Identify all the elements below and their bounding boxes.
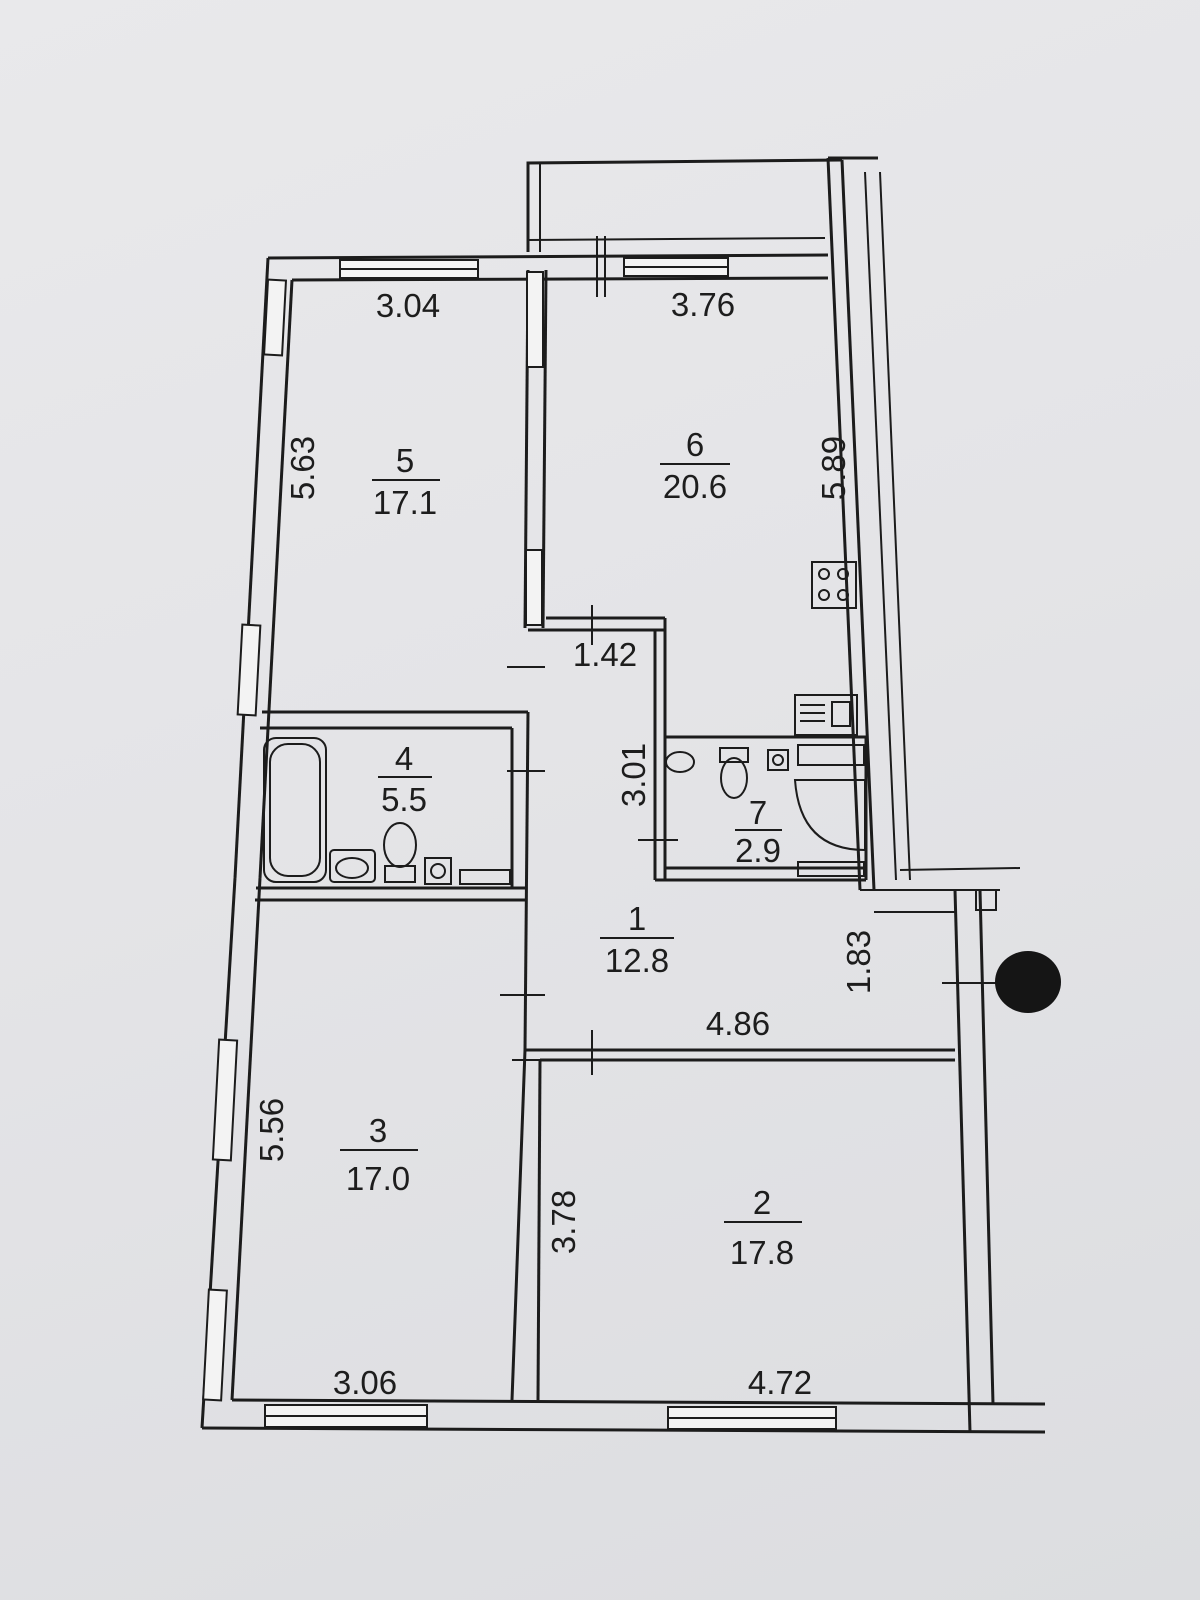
fixtures [263, 561, 997, 911]
room-7-number: 7 [749, 794, 767, 831]
dim-room5-length: 5.63 [284, 436, 321, 500]
room-3-number: 3 [369, 1112, 387, 1149]
room-6-number: 6 [686, 426, 704, 463]
wc-sink-icon [665, 751, 695, 773]
room-labels: 5 17.1 6 20.6 4 5.5 7 2.9 1 12.8 3 17.0 … [340, 426, 802, 1271]
kitchen-sink-icon [794, 694, 858, 736]
room-4-number: 4 [395, 740, 413, 777]
door-marks [500, 236, 1000, 1075]
balcony [526, 158, 843, 252]
dim-room2-width: 4.72 [748, 1364, 812, 1401]
room-7-area: 2.9 [735, 832, 781, 869]
windows [202, 257, 837, 1430]
room-3-area: 17.0 [346, 1160, 410, 1197]
dim-room5-width: 3.04 [376, 287, 440, 324]
interior-walls [255, 269, 955, 1401]
room-5-number: 5 [396, 442, 414, 479]
pen-mark [995, 951, 1061, 1013]
room-4-area: 5.5 [381, 781, 427, 818]
shower-icon [793, 779, 866, 852]
room-6-area: 20.6 [663, 468, 727, 505]
room-5-area: 17.1 [373, 484, 437, 521]
dim-corridor-length: 3.01 [615, 743, 652, 807]
dim-room3-width: 3.06 [333, 1364, 397, 1401]
dim-room6-width: 3.76 [671, 286, 735, 323]
stove-icon [811, 561, 857, 609]
dim-room3-length: 5.56 [253, 1098, 290, 1162]
room-2-number: 2 [753, 1184, 771, 1221]
dim-room2-length: 3.78 [545, 1190, 582, 1254]
room-2-area: 17.8 [730, 1234, 794, 1271]
dimension-labels: 3.04 3.76 5.63 5.89 1.42 3.01 1.83 4.86 … [253, 286, 877, 1401]
room-1-number: 1 [628, 900, 646, 937]
bathtub-icon [263, 737, 327, 883]
dim-room6-length: 5.89 [815, 436, 852, 500]
wc-toilet-icon [720, 757, 748, 799]
dim-hall-depth: 1.83 [840, 930, 877, 994]
room-1-area: 12.8 [605, 942, 669, 979]
washer-icon [424, 857, 452, 885]
sink-icon [329, 849, 376, 883]
dim-corridor-top: 1.42 [573, 636, 637, 673]
dim-hall-width: 4.86 [706, 1005, 770, 1042]
toilet-icon [383, 822, 417, 868]
